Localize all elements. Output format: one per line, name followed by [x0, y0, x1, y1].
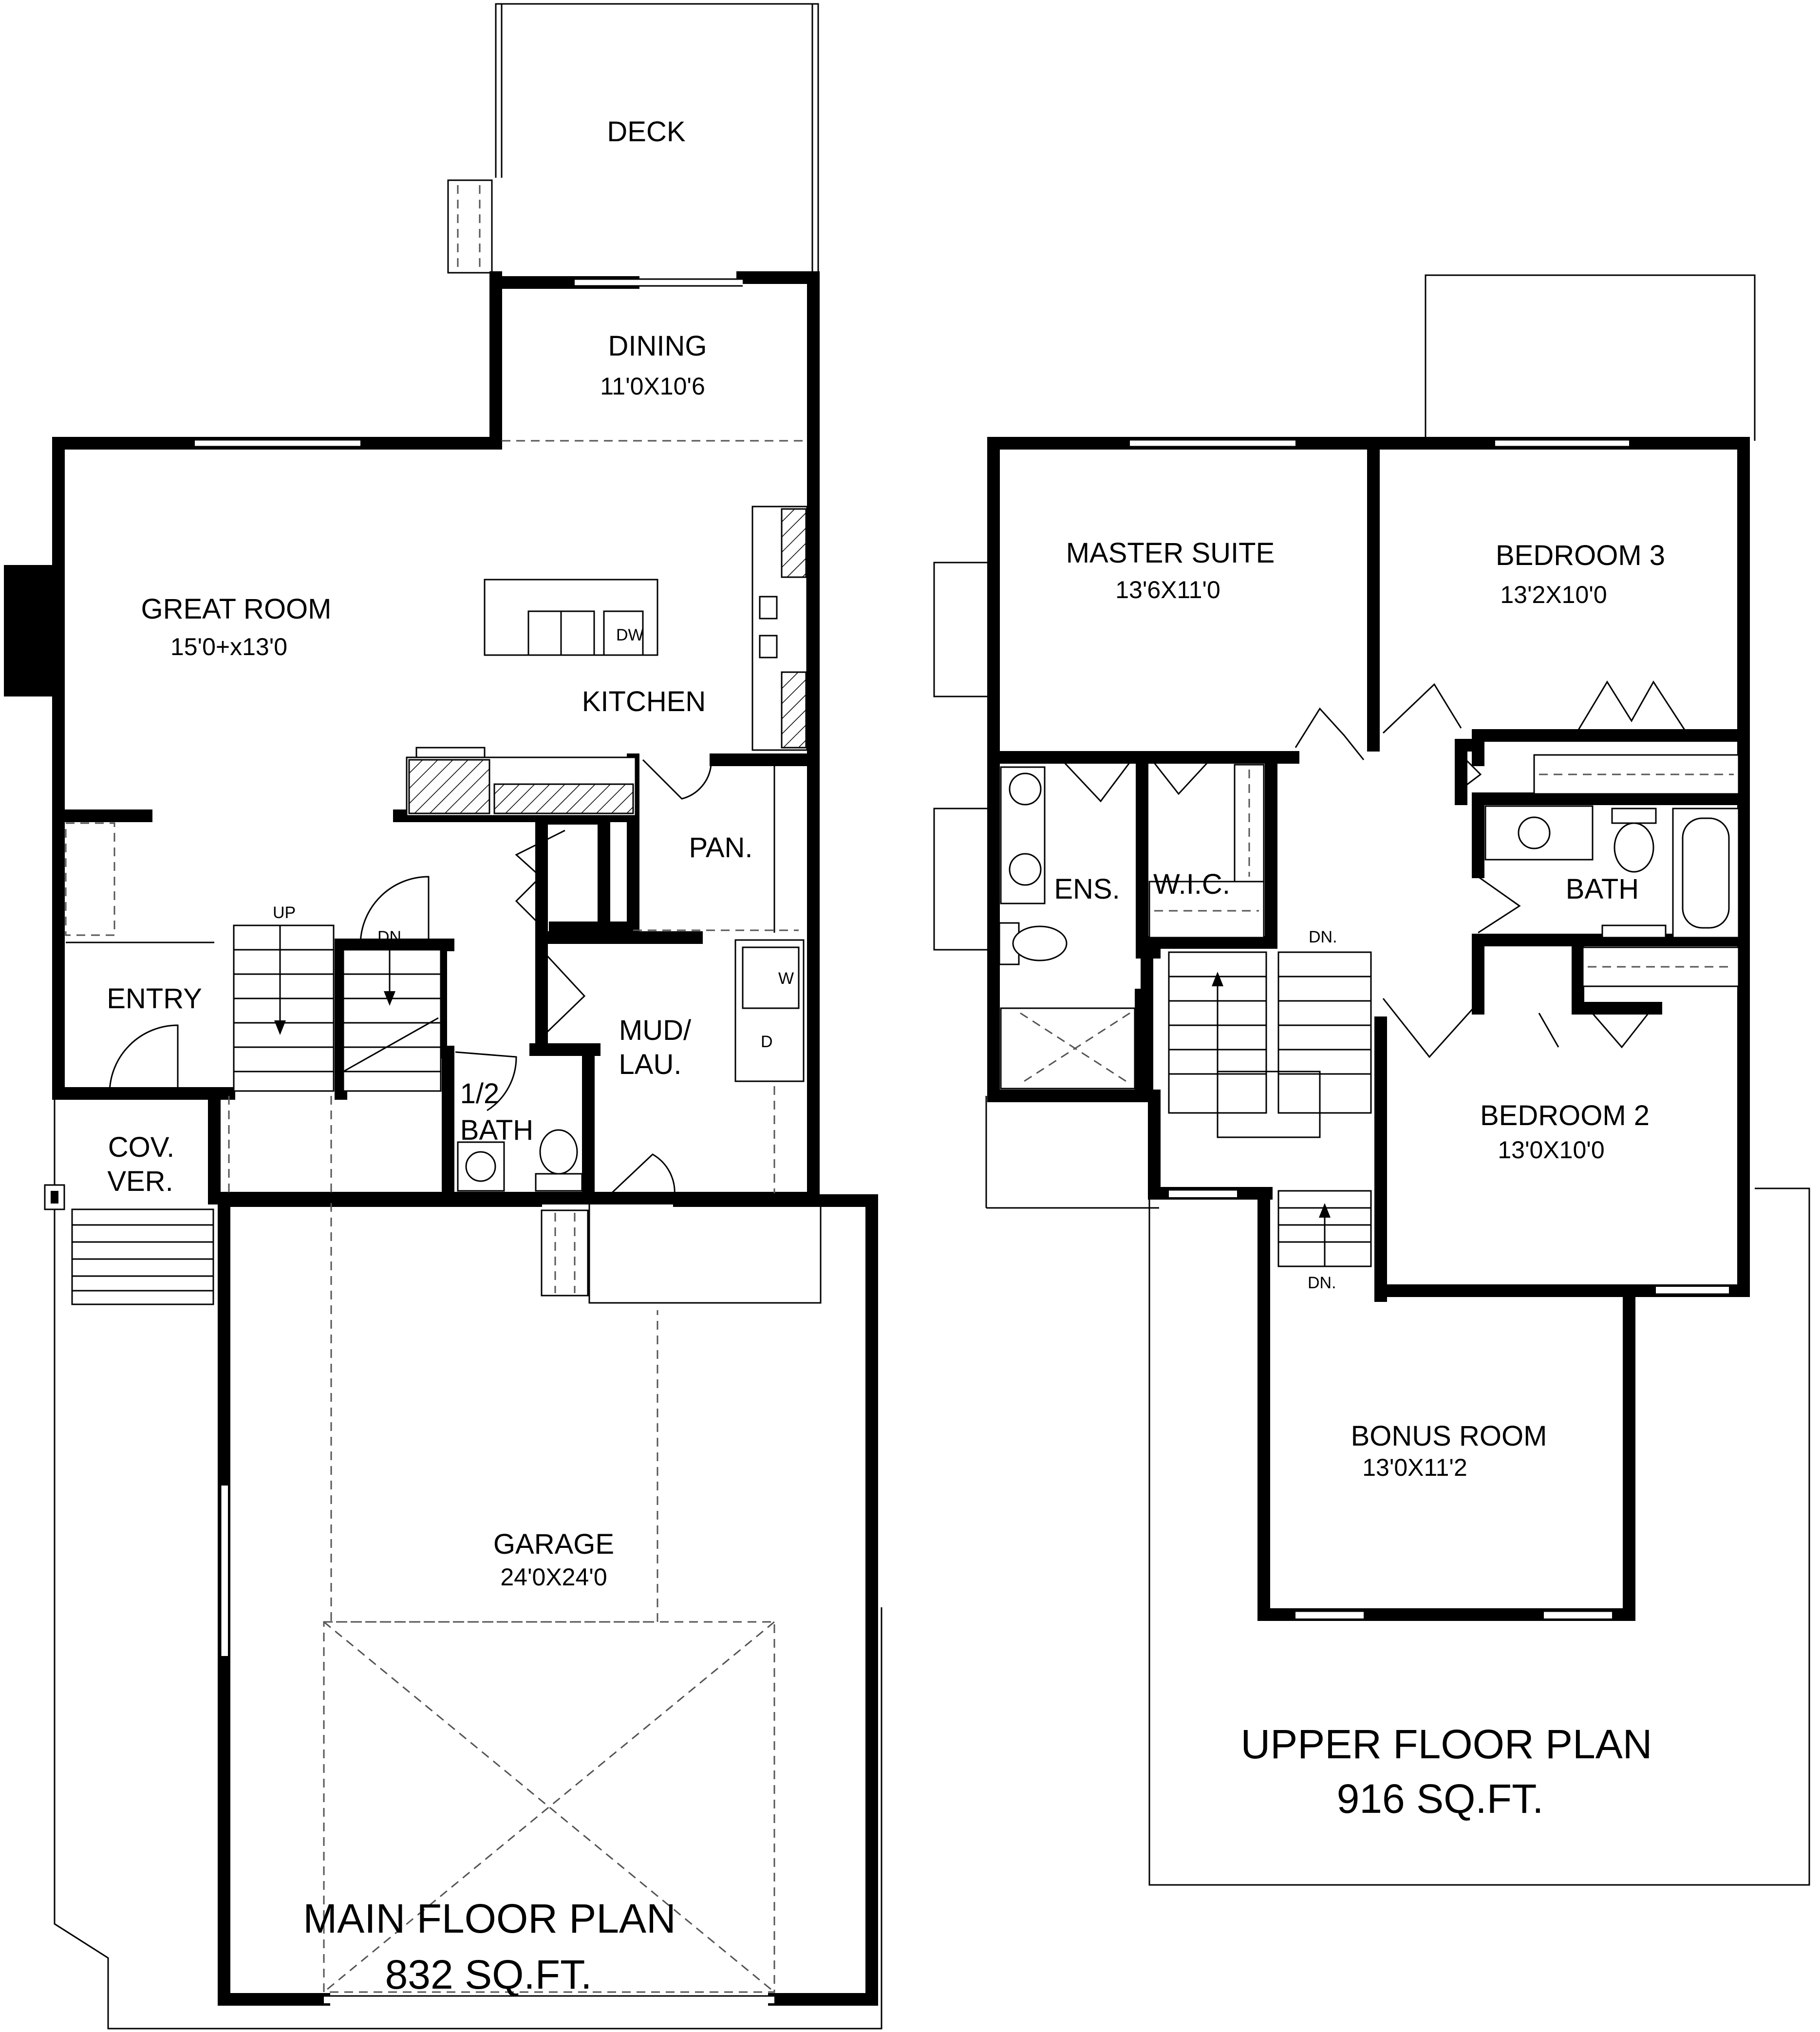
garage-details: [323, 1202, 822, 1993]
upper-floor-plan: DN. DN. MASTER SUITE 13'6X11'0 BEDROOM 3…: [933, 274, 1810, 1886]
main-lot-lines: [54, 1096, 882, 2030]
pantry-label: PAN.: [689, 832, 752, 864]
cov-ver-label-2: VER.: [107, 1166, 173, 1197]
upper-lot-lines: [933, 274, 1810, 1886]
main-floor-title: MAIN FLOOR PLAN: [303, 1896, 675, 1941]
dryer-label: D: [761, 1033, 773, 1051]
garage-label: GARAGE: [493, 1528, 614, 1560]
great-room-size: 15'0+x13'0: [170, 633, 287, 660]
entry-label: ENTRY: [107, 983, 202, 1015]
main-stairs: UP DN.: [228, 903, 442, 1196]
upper-floor-title: UPPER FLOOR PLAN: [1241, 1721, 1652, 1767]
deck: [447, 3, 819, 275]
upper-stairs: DN. DN.: [1168, 928, 1372, 1292]
great-room-label: GREAT ROOM: [141, 593, 332, 625]
master-suite-label: MASTER SUITE: [1066, 537, 1275, 569]
deck-label: DECK: [607, 116, 685, 148]
upper-walls: [987, 437, 1750, 1621]
upper-windows: [1130, 439, 1729, 1618]
half-bath-label-1: 1/2: [460, 1078, 500, 1110]
half-bath-fixtures: [457, 1129, 583, 1192]
bath-label: BATH: [1566, 873, 1639, 905]
ensuite-fixtures: [998, 766, 1152, 1093]
main-floor-plan: DW W D: [4, 3, 882, 2030]
mud-laundry-label-1: MUD/: [619, 1015, 692, 1046]
stair-up-label: UP: [273, 903, 296, 922]
garage-size: 24'0X24'0: [500, 1563, 607, 1591]
stair-down-label: DN.: [377, 928, 406, 946]
bedroom-3-label: BEDROOM 3: [1496, 540, 1665, 571]
laundry-fixtures: W D: [734, 939, 805, 1193]
kitchen-label: KITCHEN: [582, 686, 706, 717]
bonus-room-label: BONUS ROOM: [1351, 1420, 1547, 1452]
entry-closet: [65, 822, 115, 936]
covered-verandah: [44, 1096, 214, 1305]
upper-floor-area: 916 SQ.FT.: [1337, 1776, 1544, 1822]
upper-doors: [1061, 680, 1686, 1058]
bonus-room-size: 13'0X11'2: [1362, 1454, 1467, 1481]
kitchen-fixtures: DW: [406, 506, 808, 817]
upper-stair-down-label-top: DN.: [1309, 928, 1337, 946]
cov-ver-label-1: COV.: [108, 1131, 174, 1163]
ensuite-label: ENS.: [1054, 873, 1120, 905]
bedroom-3-size: 13'2X10'0: [1500, 581, 1607, 608]
dining-size: 11'0X10'6: [600, 373, 705, 400]
master-suite-size: 13'6X11'0: [1115, 576, 1220, 603]
washer-label: W: [778, 969, 794, 988]
bedroom-2-size: 13'0X10'0: [1498, 1136, 1604, 1164]
dining-label: DINING: [608, 330, 707, 362]
half-bath-label-2: BATH: [460, 1114, 533, 1146]
main-floor-area: 832 SQ.FT.: [385, 1952, 592, 1997]
main-windows: [195, 278, 774, 2003]
upper-stair-down-label-bottom: DN.: [1308, 1274, 1336, 1292]
wic-label: W.I.C.: [1153, 868, 1230, 900]
main-doors: [109, 759, 799, 1197]
upper-closets: [1148, 754, 1740, 987]
bath-fixtures: [1484, 805, 1740, 939]
bedroom-2-label: BEDROOM 2: [1480, 1100, 1650, 1131]
dishwasher-label: DW: [616, 626, 644, 644]
mud-laundry-label-2: LAU.: [619, 1049, 682, 1080]
